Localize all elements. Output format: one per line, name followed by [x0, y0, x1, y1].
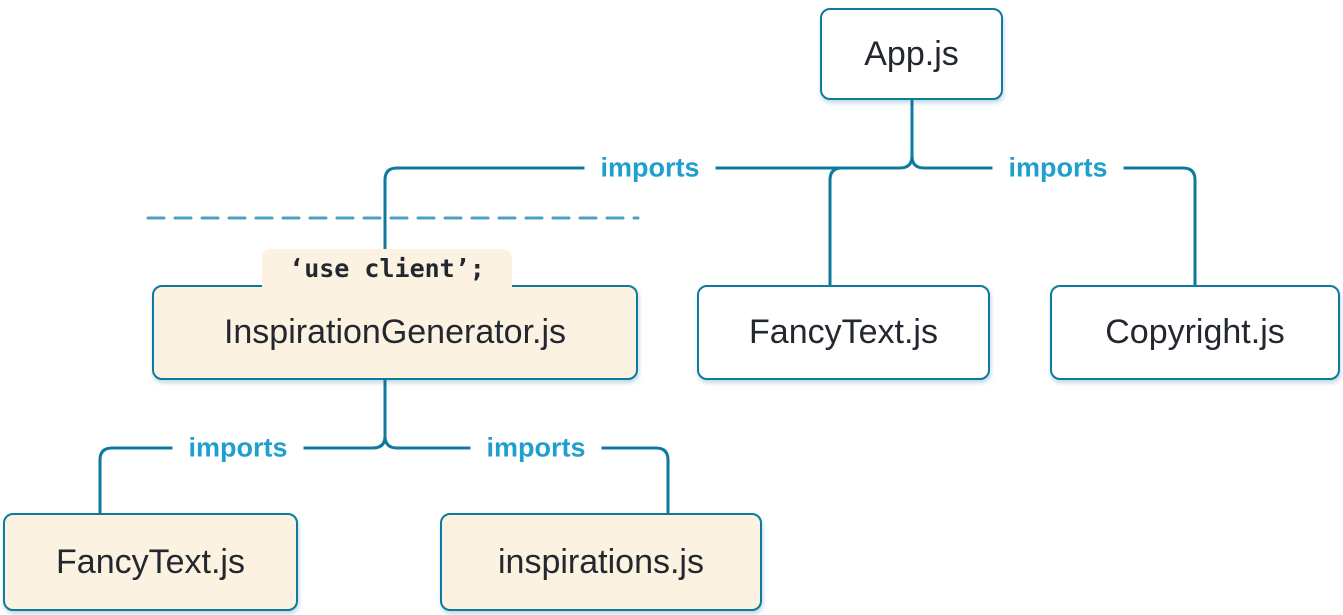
imports-label-right-top: imports	[992, 150, 1124, 186]
node-fancytext-bottom: FancyText.js	[3, 513, 298, 611]
use-client-directive-tab: ‘use client’;	[262, 249, 512, 288]
node-app: App.js	[820, 8, 1003, 100]
node-copyright-label: Copyright.js	[1105, 313, 1285, 351]
node-inspirations-label: inspirations.js	[498, 542, 704, 581]
node-inspirations: inspirations.js	[440, 513, 762, 611]
edge-app-to-copyright	[910, 98, 1197, 287]
imports-label-left-bottom: imports	[172, 430, 304, 466]
imports-label-right-bottom: imports	[470, 430, 602, 466]
node-inspiration-generator: InspirationGenerator.js	[152, 285, 638, 380]
node-copyright: Copyright.js	[1050, 285, 1340, 380]
node-inspiration-generator-label: InspirationGenerator.js	[223, 313, 567, 351]
imports-label-left-top: imports	[584, 150, 716, 186]
use-client-directive-text: ‘use client’;	[289, 254, 485, 283]
node-fancytext-bottom-label: FancyText.js	[56, 542, 245, 581]
node-fancytext-top: FancyText.js	[697, 285, 990, 380]
edge-app-to-fancytext-top	[828, 166, 844, 287]
node-app-label: App.js	[864, 34, 959, 73]
node-fancytext-top-label: FancyText.js	[749, 313, 938, 351]
